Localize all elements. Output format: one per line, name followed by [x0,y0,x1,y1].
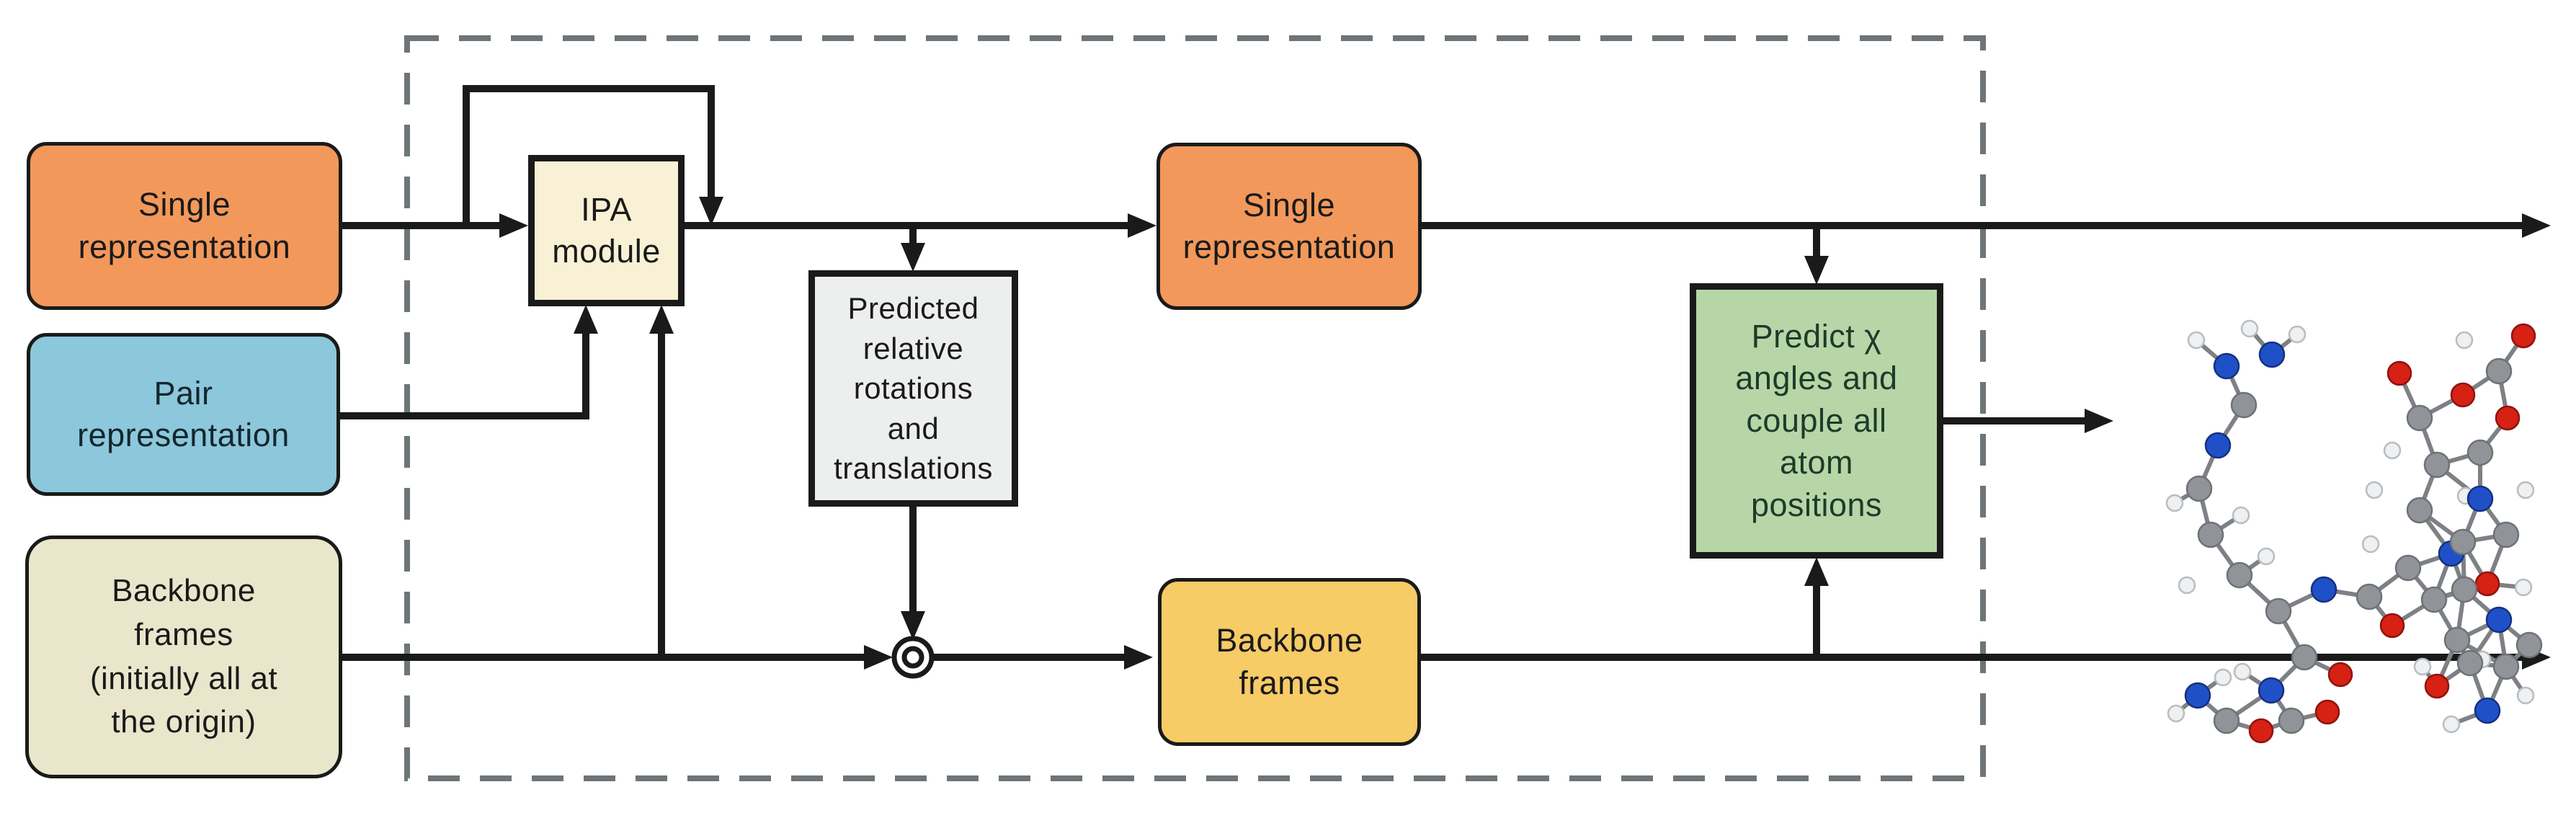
node-predict-chi-angles: Predict χ angles and couple all atom pos… [1690,283,1943,559]
arrow-pair-rep-to-ipa-line [340,334,589,419]
arrowhead-into-compose [864,645,893,670]
arrowhead-skip-connection [699,197,723,226]
node-pair-representation-input: Pair representation [27,333,340,496]
arrowhead-rotations-into-compose [901,611,925,640]
arrowhead-backbone-into-ipa [649,305,674,334]
arrowhead-pair-into-ipa [574,305,598,334]
arrowhead-into-backbone-frames [1124,645,1153,670]
arrowhead-single-rep-exit [2522,213,2551,238]
node-ipa-module: IPA module [528,155,685,306]
arrowhead-into-predicted-rotations [901,243,925,272]
arrowhead-into-single-rep [1128,213,1156,238]
node-single-representation-input: Single representation [27,142,342,310]
node-backbone-frames-input: Backbone frames (initially all at the or… [25,535,342,778]
dashed-boundary [404,35,1986,781]
skip-connection-line [463,85,715,226]
node-predicted-rotations: Predicted relative rotations and transla… [808,270,1018,507]
protein-structure-image [2165,319,2543,744]
arrowhead-into-predict-chi-bottom [1804,557,1829,586]
arrowhead-into-predict-chi-top [1804,256,1829,285]
compose-operator-icon [891,636,935,679]
node-single-representation-output: Single representation [1156,143,1422,310]
arrowhead-into-ipa [499,213,528,238]
node-backbone-frames-output: Backbone frames [1158,578,1421,746]
arrowhead-into-structure [2085,409,2113,433]
